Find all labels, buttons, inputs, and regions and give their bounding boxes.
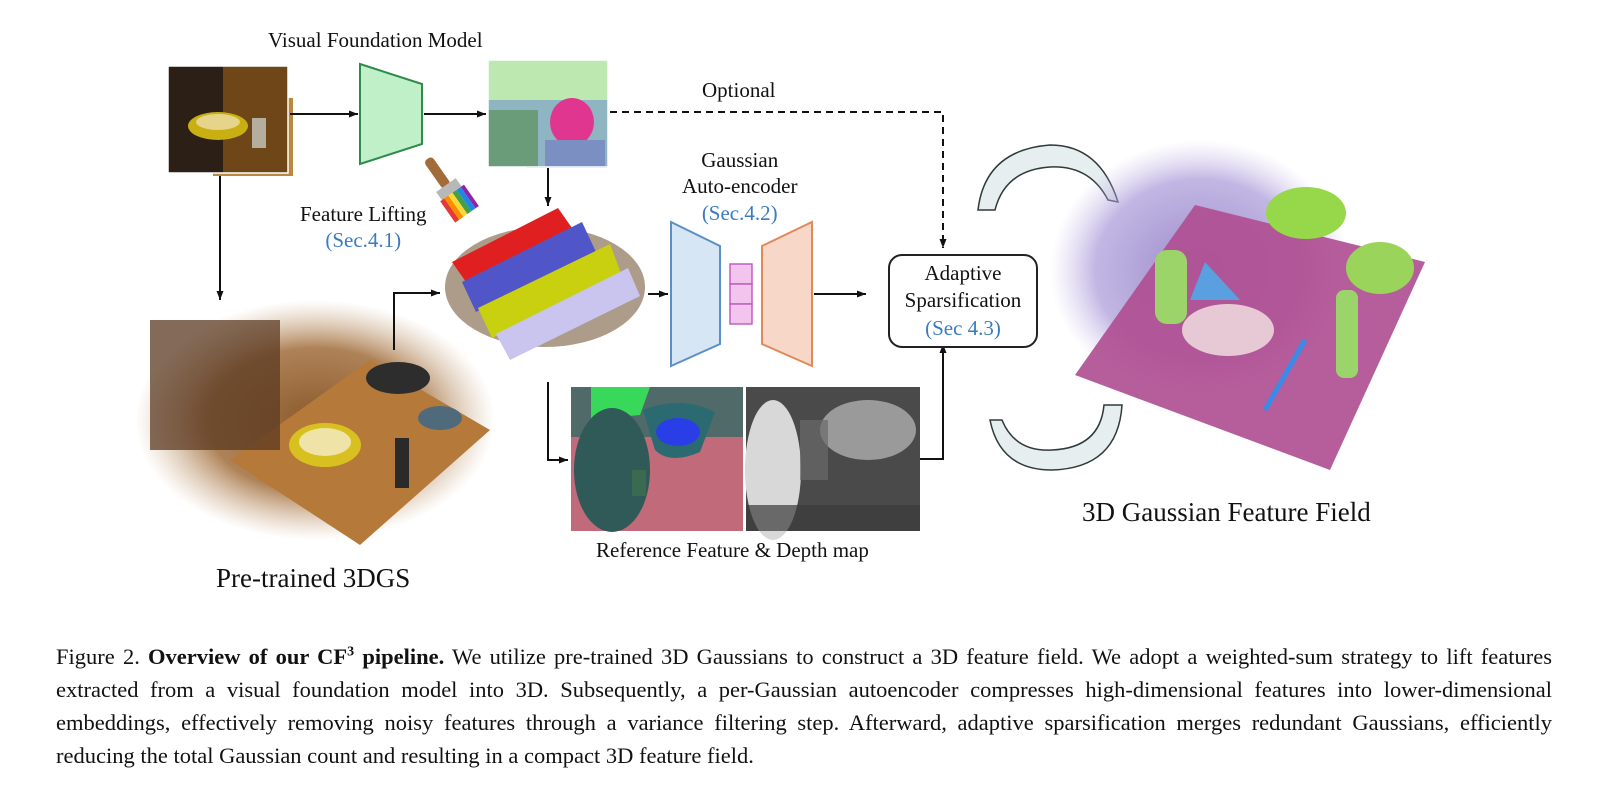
autoencoder-label: Gaussian Auto-encoder (Sec.4.2)	[682, 147, 797, 226]
feature-field-image	[1050, 140, 1425, 470]
sparsification-ref: (Sec 4.3)	[925, 315, 1001, 340]
caption-title: Overview of our CF3 pipeline.	[148, 644, 444, 669]
reference-feature-map	[571, 387, 743, 532]
feature-maps-stack	[487, 59, 609, 168]
optional-label: Optional	[702, 78, 776, 102]
autoencoder-text-1: Gaussian	[701, 148, 779, 172]
pretrained-3dgs-image	[135, 300, 495, 545]
input-images-stack	[167, 65, 293, 176]
feature-field-label: 3D Gaussian Feature Field	[1082, 497, 1371, 527]
vfm-encoder-shape	[359, 62, 423, 166]
figure-caption: Figure 2. Overview of our CF3 pipeline. …	[56, 640, 1552, 772]
ae-decoder-shape	[761, 220, 813, 368]
pretrained-3dgs-label: Pre-trained 3DGS	[216, 563, 411, 593]
sparsification-text-1: Adaptive	[924, 261, 1002, 286]
pipeline-diagram	[135, 59, 1425, 545]
sparsification-box: Adaptive Sparsification (Sec 4.3)	[888, 254, 1038, 348]
sparsification-text-2: Sparsification	[904, 288, 1022, 313]
ae-latent-code	[729, 263, 753, 325]
caption-prefix: Figure 2.	[56, 644, 149, 669]
ae-encoder-shape	[670, 220, 721, 368]
feature-lifting-ref: (Sec.4.1)	[325, 228, 402, 253]
caption-title-sup: 3	[347, 644, 355, 660]
feature-lifting-image	[445, 208, 645, 360]
paint-brush-icon	[425, 157, 479, 223]
feature-lifting-text: Feature Lifting	[300, 202, 427, 226]
arrow-3dgs-to-lifting	[393, 289, 440, 350]
cycle-arrow-bottom	[989, 404, 1123, 471]
caption-title-part2: pipeline.	[354, 644, 445, 669]
feature-lifting-label: Feature Lifting (Sec.4.1)	[300, 201, 427, 254]
arrow-to-reference-maps	[547, 382, 568, 464]
optional-dashed-arrow	[610, 111, 947, 248]
caption-body: We utilize pre-trained 3D Gaussians to c…	[56, 644, 1552, 768]
arrow-maps-to-sparsification	[920, 344, 947, 460]
vfm-label: Visual Foundation Model	[268, 28, 483, 52]
autoencoder-ref: (Sec.4.2)	[701, 200, 778, 225]
reference-depth-map	[745, 387, 920, 540]
pipeline-figure: Visual Foundation Model Optional Feature…	[135, 28, 1425, 593]
caption-title-part1: Overview of our CF	[148, 644, 348, 669]
autoencoder-text-2: Auto-encoder	[682, 174, 798, 199]
reference-maps-label: Reference Feature & Depth map	[596, 538, 869, 562]
